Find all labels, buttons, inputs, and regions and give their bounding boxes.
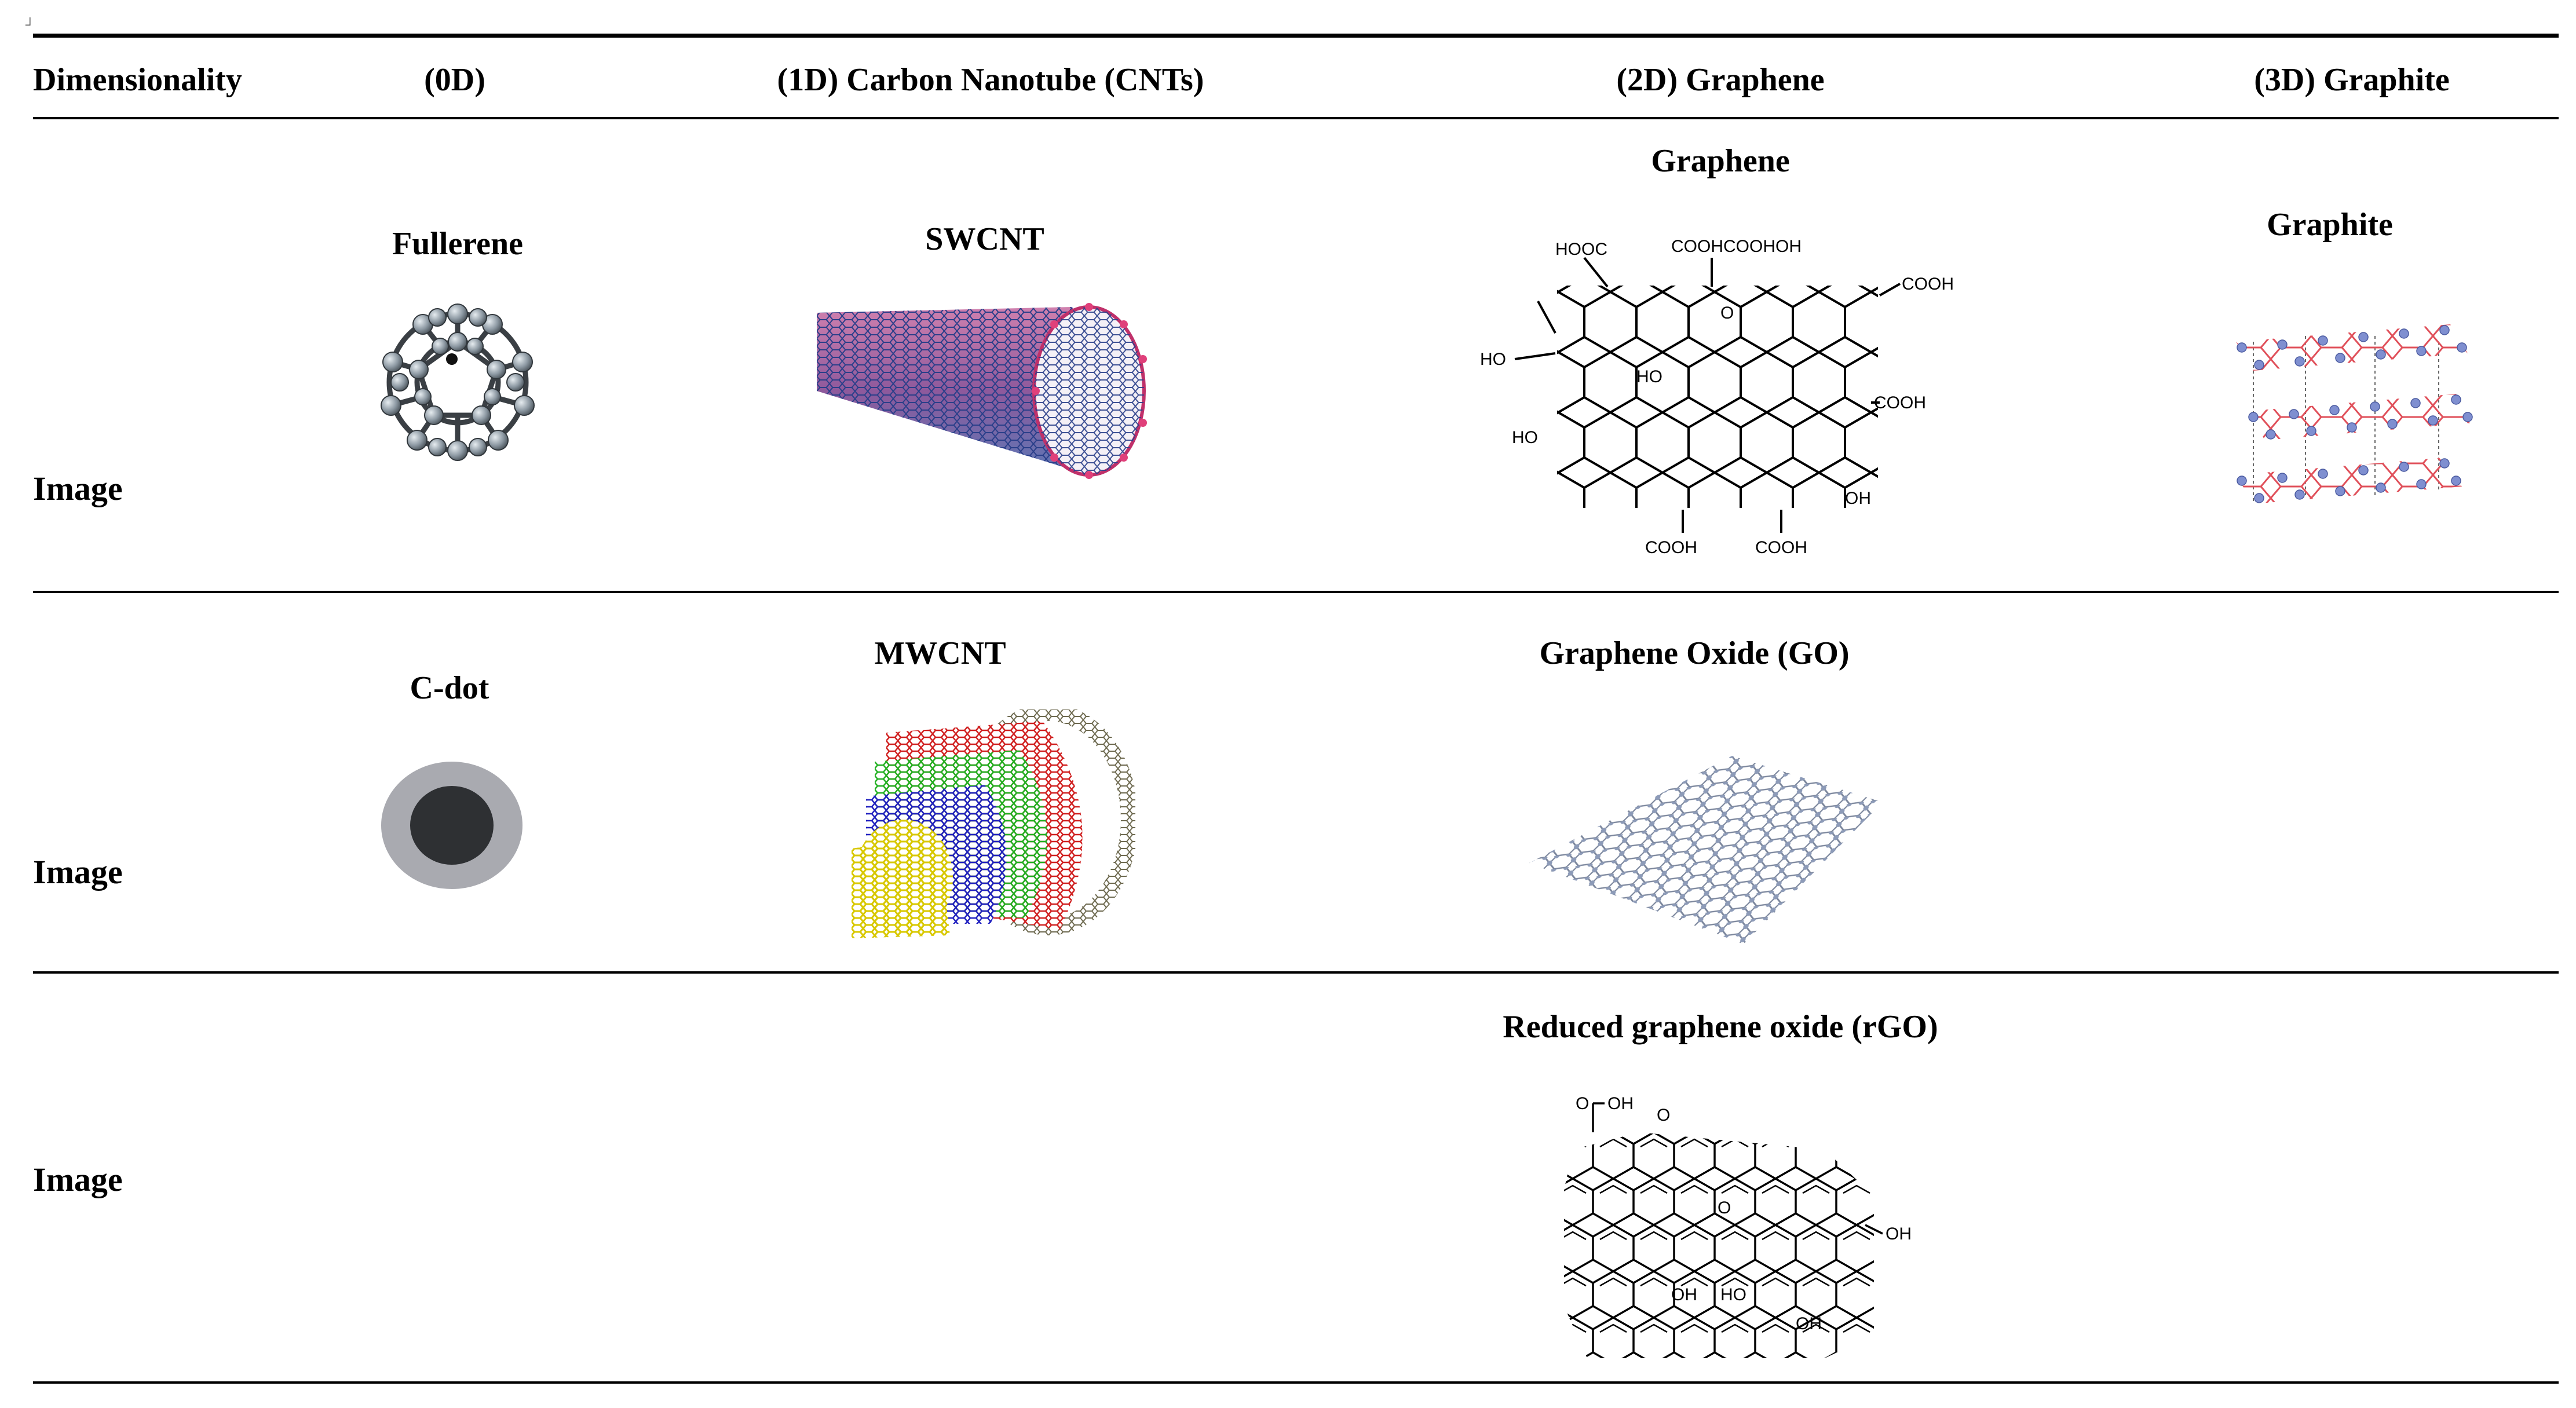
corner-mark: ┘ [25, 17, 35, 32]
rgo-structure-image: OH O OH OH HO OH O O [1564, 1094, 1912, 1358]
fullerene-image [381, 303, 535, 461]
header-bottom-rule [33, 117, 2559, 119]
go-caption: Graphene Oxide (GO) [1539, 635, 1850, 671]
rgo-label-o-top: O [1657, 1106, 1670, 1125]
go-label-oh-bottom: OH [1845, 489, 1871, 508]
go-label-o: O [1720, 303, 1734, 323]
swcnt-caption: SWCNT [925, 221, 1044, 257]
rgo-label-oh-right: OH [1886, 1224, 1912, 1244]
graphite-caption: Graphite [2267, 207, 2393, 243]
row2-bottom-rule [33, 971, 2559, 974]
go-label-hooc: HOOC [1555, 240, 1607, 259]
rgo-label-oh-top: OH [1607, 1094, 1634, 1113]
rgo-label-ho: HO [1720, 1285, 1746, 1304]
go-label-ho-mid: HO [1636, 367, 1662, 386]
go-sheet-image [1529, 756, 1883, 944]
go-label-ho-left: HO [1480, 350, 1506, 369]
rgo-label-o: O [1718, 1198, 1731, 1217]
go-label-ho-left2: HO [1512, 428, 1538, 447]
row3-label: Image [33, 1161, 123, 1198]
rgo-label-oh2: OH [1796, 1314, 1822, 1333]
mwcnt-caption: MWCNT [874, 635, 1006, 671]
go-label-cooh-b2: COOH [1755, 538, 1807, 557]
rgo-label-oh1: OH [1671, 1285, 1697, 1304]
cdot-image [381, 762, 522, 889]
header-0d: (0D) [424, 62, 485, 98]
row2-label: Image [33, 853, 123, 891]
table-top-rule [33, 34, 2559, 38]
fullerene-caption: Fullerene [392, 226, 524, 262]
graphite-image [2236, 324, 2473, 504]
graphene-caption: Graphene [1651, 143, 1790, 179]
table-bottom-rule [33, 1381, 2559, 1384]
row1-bottom-rule [33, 591, 2559, 593]
go-label-cooh-top: COOHCOOHOH [1671, 237, 1802, 256]
go-label-cooh-b1: COOH [1645, 538, 1697, 557]
header-2d: (2D) Graphene [1616, 62, 1825, 98]
rgo-caption: Reduced graphene oxide (rGO) [1503, 1009, 1938, 1045]
header-dimensionality: Dimensionality [33, 62, 242, 98]
rgo-label-o-carboxyl: O [1576, 1094, 1589, 1113]
graphene-structure-image: HOOC COOHCOOHOH COOH COOH HO HO HO OH CO… [1480, 237, 1954, 557]
mwcnt-image [852, 710, 1135, 938]
row1-label: Image [33, 470, 123, 507]
header-1d: (1D) Carbon Nanotube (CNTs) [777, 62, 1204, 98]
go-label-cooh-right2: COOH [1874, 393, 1926, 412]
cdot-caption: C-dot [410, 670, 489, 706]
go-label-cooh-right: COOH [1902, 275, 1954, 294]
swcnt-image [817, 303, 1147, 479]
header-3d: (3D) Graphite [2254, 62, 2450, 98]
